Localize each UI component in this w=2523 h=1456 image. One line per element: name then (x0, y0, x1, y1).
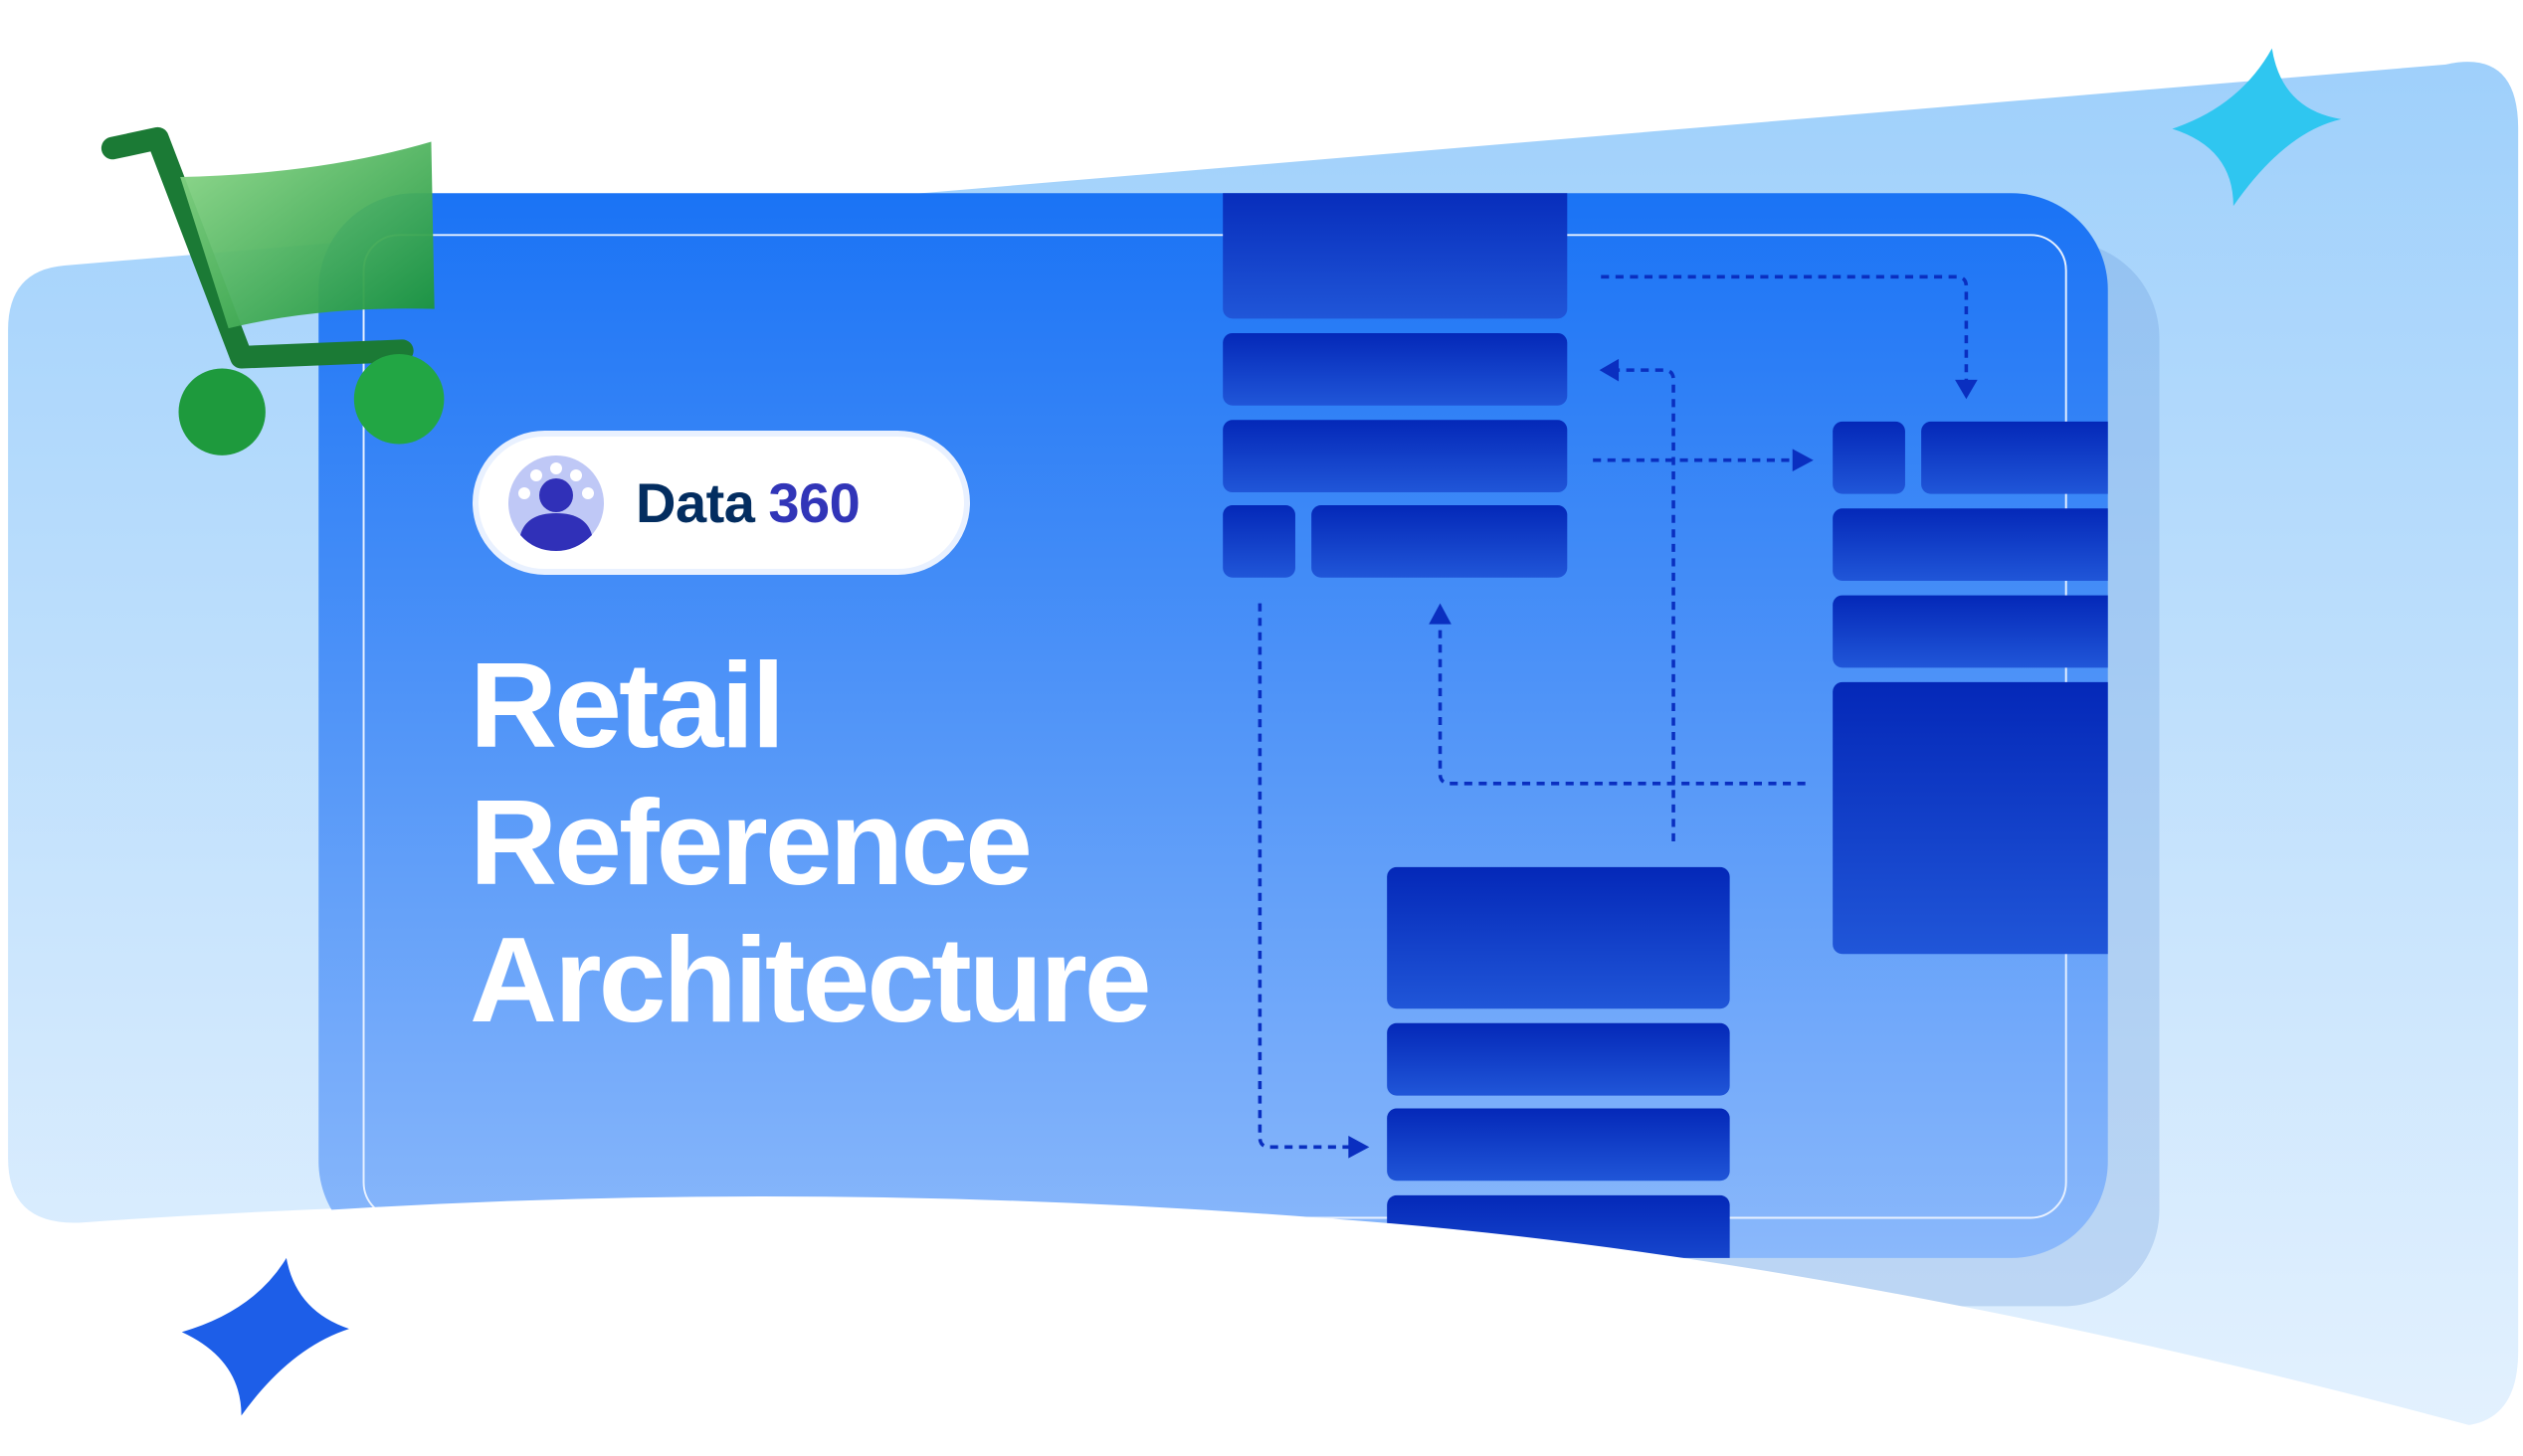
data-360-logo-icon (508, 455, 604, 551)
arrow-heads (1348, 358, 1978, 1159)
sparkle-bottom-icon (181, 1257, 349, 1416)
title-line-3: Architecture (470, 912, 1152, 1047)
title-line-1: Retail (470, 637, 785, 773)
sparkle-top-icon (2172, 48, 2342, 207)
shopping-cart-icon (100, 126, 445, 455)
architecture-blocks (1223, 193, 2108, 1258)
page-title: Retail Reference Architecture (470, 637, 1152, 1048)
title-line-2: Reference (470, 775, 1033, 910)
badge-brand: Data (636, 471, 755, 534)
badge-number: 360 (768, 471, 861, 534)
connector-lines (1258, 274, 1969, 1150)
white-wave (0, 1195, 2523, 1456)
